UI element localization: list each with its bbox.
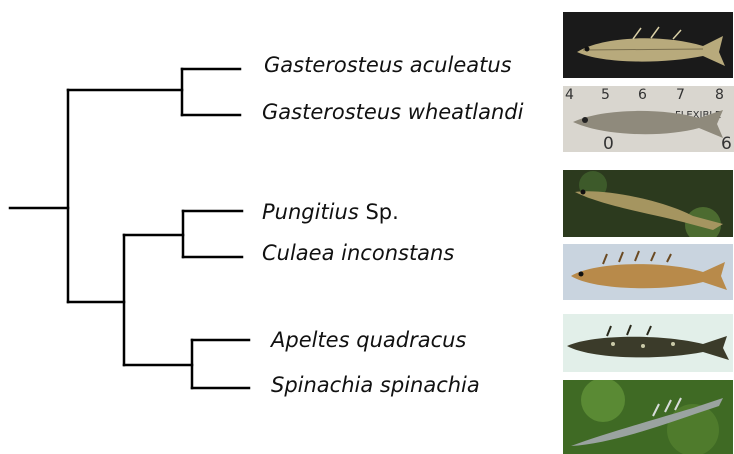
taxon-label: Apeltes quadracus bbox=[271, 328, 466, 352]
ruler-mark: 6 bbox=[721, 134, 732, 152]
ruler-mark: 8 bbox=[715, 87, 724, 103]
taxon-label: Culaea inconstans bbox=[262, 241, 454, 265]
ruler-mark: 6 bbox=[638, 87, 647, 103]
taxon-label: Spinachia spinachia bbox=[271, 373, 480, 397]
ruler-mark: 4 bbox=[565, 87, 574, 103]
ruler-mark: 0 bbox=[603, 134, 614, 152]
fish-photo-icon bbox=[563, 12, 733, 78]
fish-photo-icon bbox=[563, 244, 733, 300]
fish-photo-icon bbox=[563, 380, 733, 454]
fish-photo-icon bbox=[563, 170, 733, 237]
fish-photo-icon: 4 5 6 7 8 0 6 FLEXIBLE bbox=[563, 86, 734, 152]
fish-photo-icon bbox=[563, 314, 733, 372]
taxon-label: Pungitius Sp. bbox=[262, 200, 399, 224]
taxon-label: Gasterosteus aculeatus bbox=[264, 53, 512, 77]
taxon-label: Gasterosteus wheatlandi bbox=[262, 100, 523, 124]
ruler-mark: 5 bbox=[601, 87, 610, 103]
ruler-mark: 7 bbox=[676, 87, 685, 103]
